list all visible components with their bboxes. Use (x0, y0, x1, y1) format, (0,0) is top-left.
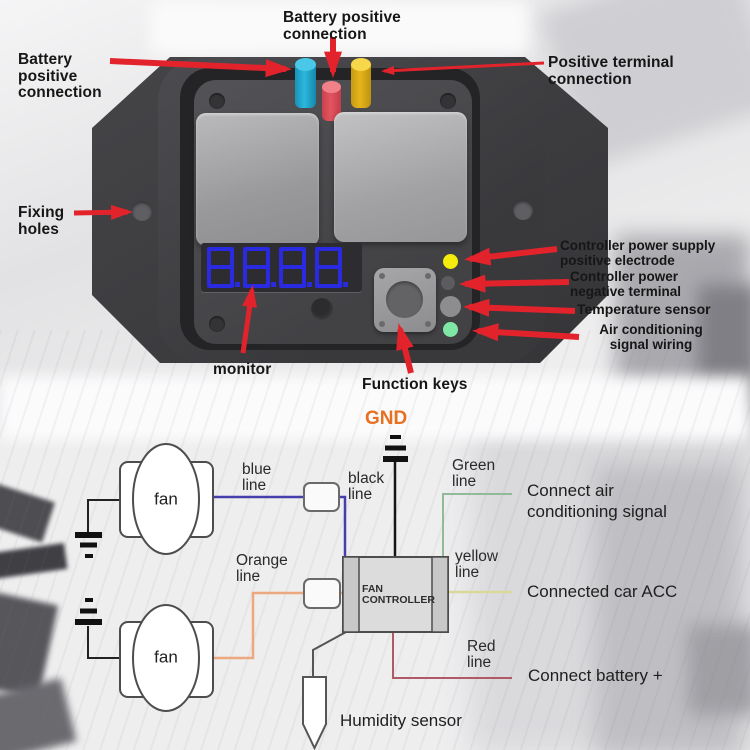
relay-block-right (334, 112, 467, 242)
arrow-battery-left (109, 58, 292, 78)
battery-post-cyan-cap (295, 58, 316, 71)
arrow-function-keys (396, 323, 414, 374)
label-function-keys: Function keys (362, 376, 468, 393)
fan-controller-box (342, 556, 449, 633)
display-digit (207, 247, 234, 288)
label-controller-power-negative: Controller power negative terminal (570, 269, 682, 299)
label-red-line: Red line (467, 638, 496, 671)
button-screw (425, 321, 431, 327)
wire-orange (213, 591, 343, 660)
function-key-button (374, 268, 436, 332)
label-ac-signal-wiring: Air conditioning signal wiring (599, 322, 703, 352)
button-core (386, 281, 423, 318)
connector-blue-wire (303, 482, 340, 512)
label-connect-battery: Connect battery + (528, 666, 663, 685)
wire-red (392, 632, 512, 679)
terminal-post-yellow (351, 64, 371, 108)
ground-icon (75, 532, 102, 558)
fan2-shape (119, 604, 214, 712)
button-screw (379, 273, 385, 279)
wire-blue (213, 495, 347, 557)
label-fixing-holes: Fixing holes (18, 204, 65, 238)
label-gnd: GND (365, 408, 408, 429)
gnd-icon (383, 435, 408, 462)
label-battery-positive-top: Battery positive connection (283, 9, 401, 43)
label-positive-terminal: Positive terminal connection (548, 54, 674, 88)
display-digit (279, 247, 306, 288)
relay-block-left (196, 113, 319, 246)
fan1-shape (119, 443, 214, 555)
wire-humidity (312, 631, 347, 677)
arrow-power-negative (459, 274, 570, 293)
label-controller-power-positive: Controller power supply positive electro… (560, 238, 716, 268)
wire-fan2-ground (87, 626, 120, 659)
display-digits (207, 247, 351, 288)
label-orange-line: Orange line (236, 552, 288, 585)
label-black-line: black line (348, 470, 385, 503)
display-decimal-point (343, 282, 348, 287)
panel-screw (209, 93, 225, 109)
label-green-line: Green line (452, 457, 496, 490)
arrow-power-positive (464, 246, 558, 266)
wire-green (442, 493, 512, 557)
fixing-hole-right (513, 200, 533, 220)
arrow-monitor (240, 285, 258, 354)
arrow-fixing-holes (73, 204, 133, 220)
bg-light-band (0, 376, 750, 440)
button-screw (425, 273, 431, 279)
wire-fan1-ground (87, 499, 120, 532)
indicator-ac-signal (443, 322, 458, 337)
panel-hole (311, 298, 333, 320)
fixing-hole-left (132, 201, 152, 221)
panel-screw (209, 316, 225, 332)
label-humidity-sensor: Humidity sensor (340, 711, 462, 730)
panel-screw (440, 93, 456, 109)
label-yellow-line: yellow line (455, 548, 499, 581)
display-decimal-point (307, 282, 312, 287)
connector-orange-wire (303, 578, 341, 609)
label-battery-positive-left: Battery positive connection (18, 51, 102, 101)
label-fan2: fan (154, 647, 178, 667)
label-monitor: monitor (213, 361, 272, 378)
display-decimal-point (271, 282, 276, 287)
label-temperature-sensor: Temperature sensor (577, 301, 711, 317)
label-fan-controller: FAN CONTROLLER (362, 583, 435, 606)
battery-post-cyan (295, 64, 316, 108)
terminal-post-yellow-cap (351, 58, 371, 71)
label-blue-line: blue line (242, 461, 272, 494)
arrow-ac-signal (472, 323, 580, 342)
indicator-power-negative (441, 276, 455, 290)
ground-icon (75, 598, 102, 625)
callout-arrows (73, 37, 580, 374)
indicator-temperature-sensor (440, 296, 461, 317)
label-connect-ac: Connect air conditioning signal (527, 481, 667, 521)
label-fan1: fan (154, 489, 178, 509)
display-digit (315, 247, 342, 288)
monitor-display (201, 243, 362, 292)
button-screw (379, 321, 385, 327)
indicator-power-positive (443, 254, 458, 269)
arrow-temperature-sensor (463, 298, 576, 317)
label-connected-car-acc: Connected car ACC (527, 582, 678, 601)
battery-post-red (322, 87, 341, 121)
display-decimal-point (235, 282, 240, 287)
humidity-sensor-probe (302, 676, 327, 750)
battery-post-red-cap (322, 81, 341, 93)
arrow-positive-terminal (381, 61, 545, 75)
